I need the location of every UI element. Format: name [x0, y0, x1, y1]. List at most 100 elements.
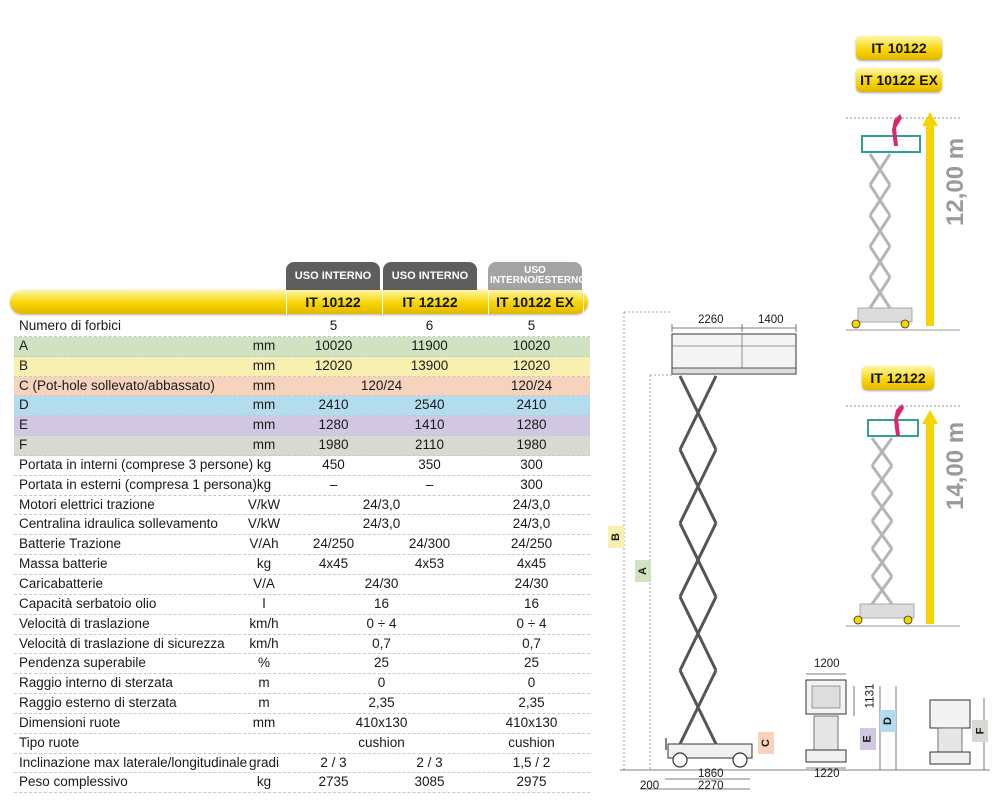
- spec-value-it10122-it12122: 0: [377, 675, 386, 691]
- spec-value-it10122ex: 1,5 / 2: [512, 754, 551, 770]
- spec-value-it12122: 350: [418, 456, 441, 472]
- height-text-12m: 12,00 m: [942, 137, 969, 226]
- model-it-12122: IT 12122: [402, 294, 458, 310]
- letter-c-text: C: [759, 739, 772, 747]
- spec-value-it10122ex: 24/30: [514, 575, 549, 591]
- spec-value-it10122: 2735: [318, 774, 349, 790]
- spec-label: Portata in interni (comprese 3 persone): [19, 456, 254, 472]
- spec-value-it10122ex: 0: [527, 675, 536, 691]
- spec-label: Batterie Trazione: [19, 536, 122, 552]
- spec-value-it10122: 4x45: [318, 556, 349, 572]
- spec-value-it10122-it12122: 24/30: [364, 575, 399, 591]
- spec-unit: mm: [252, 337, 276, 353]
- spec-value-it10122: 24/250: [312, 536, 355, 552]
- spec-value-it10122: 1980: [318, 437, 349, 453]
- spec-value-it10122ex: 24/3,0: [512, 496, 551, 512]
- dim-1220: 1220: [814, 768, 840, 780]
- spec-value-it12122: 6: [425, 318, 434, 333]
- spec-value-it12122: 3085: [414, 774, 445, 790]
- spec-value-it10122ex: 16: [523, 595, 540, 611]
- letter-e: E: [860, 728, 876, 750]
- spec-row: Portata in interni (comprese 3 persone)k…: [14, 456, 590, 476]
- spec-value-it12122: 2540: [414, 397, 445, 413]
- spec-label: Centralina idraulica sollevamento: [19, 516, 218, 532]
- spec-label: Velocità di traslazione di sicurezza: [19, 635, 225, 651]
- spec-value-it10122: 10020: [314, 337, 353, 353]
- spec-value-it12122: 24/300: [408, 536, 451, 552]
- model-it-10122-ex: IT 10122 EX: [496, 294, 574, 310]
- spec-value-it12122: 11900: [411, 337, 448, 353]
- spec-unit: kg: [256, 556, 272, 572]
- spec-unit: mm: [252, 357, 276, 373]
- spec-value-it10122ex: 0,7: [522, 635, 541, 651]
- letter-a-text: A: [636, 567, 649, 575]
- spec-label: Portata in esterni (compresa 1 persona): [19, 476, 257, 492]
- spec-label: Dimensioni ruote: [19, 714, 121, 730]
- spec-value-it10122ex: 300: [520, 456, 543, 472]
- letter-d: D: [880, 710, 896, 732]
- spec-value-it10122-it12122: cushion: [358, 734, 405, 750]
- front-view-2: [929, 698, 985, 770]
- spec-value-it10122ex: 1980: [516, 437, 547, 453]
- tab-uso-interno-2: USO INTERNO: [383, 262, 477, 290]
- spec-value-it10122: 1280: [318, 417, 349, 433]
- spec-value-it10122ex: 12020: [512, 357, 551, 373]
- spec-value-it10122-it12122: 2,35: [368, 695, 395, 711]
- letter-f-text: F: [973, 727, 986, 735]
- spec-unit: %: [257, 655, 270, 671]
- spec-label: Raggio interno di sterzata: [19, 675, 173, 691]
- height-text-14m: 14,00 m: [942, 421, 969, 510]
- spec-unit: l: [262, 595, 266, 611]
- spec-value-it10122ex: cushion: [508, 734, 555, 750]
- spec-unit: V/A: [253, 575, 275, 591]
- spec-label: Tipo ruote: [19, 734, 80, 750]
- dim-1860: 1860: [698, 768, 724, 780]
- spec-unit: V/Ah: [249, 536, 279, 552]
- letter-c: C: [758, 732, 774, 754]
- drawing-label-it-10122-ex: IT 10122 EX: [856, 68, 942, 92]
- spec-unit: V/kW: [247, 496, 281, 512]
- mid-scissor: [870, 437, 894, 605]
- spec-value-it10122-it12122: 0 ÷ 4: [366, 615, 397, 631]
- spec-row: Batterie Trazione V/Ah 24/250 24/300 24/250: [14, 535, 590, 556]
- spec-value-it10122ex: 24/250: [510, 536, 553, 552]
- model-it-10122: IT 10122: [305, 294, 361, 310]
- spec-value-it10122ex: 0 ÷ 4: [516, 615, 547, 631]
- spec-label: Peso complessivo: [19, 774, 128, 790]
- spec-value-it10122-it12122: 16: [373, 595, 390, 611]
- spec-label: B: [19, 357, 29, 373]
- spec-label: Motori elettrici trazione: [19, 496, 155, 512]
- spec-label: Velocità di traslazione: [19, 615, 150, 631]
- spec-unit: m: [258, 695, 270, 711]
- spec-row: Portata in esterni (compresa 1 persona)k…: [14, 476, 590, 496]
- spec-value-it10122ex: 25: [523, 655, 540, 671]
- letter-b-text: B: [609, 533, 622, 541]
- spec-value-it10122: 2410: [318, 397, 349, 413]
- spec-value-it12122: –: [425, 476, 434, 492]
- dim-1200: 1200: [814, 658, 840, 670]
- dim-1131: 1131: [864, 683, 877, 709]
- spec-label: Numero di forbici: [19, 318, 122, 333]
- spec-value-it10122-it12122: 25: [373, 655, 390, 671]
- spec-value-it10122: –: [329, 476, 338, 492]
- drawing-label-it-12122: IT 12122: [862, 366, 934, 390]
- spec-unit: mm: [252, 714, 276, 730]
- tab-uso-interno-esterno: USO INTERNO/ESTERNO: [488, 262, 586, 290]
- spec-value-it10122ex: 4x45: [516, 556, 547, 572]
- spec-value-it10122ex: 1280: [516, 417, 547, 433]
